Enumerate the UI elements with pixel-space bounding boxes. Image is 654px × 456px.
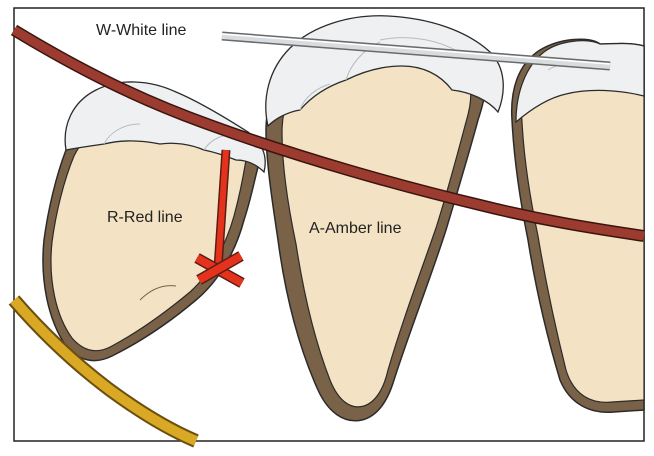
red-line-label: R-Red line — [107, 209, 183, 226]
white-line-label: W-White line — [96, 22, 186, 39]
amber-line-label: A-Amber line — [309, 220, 402, 237]
